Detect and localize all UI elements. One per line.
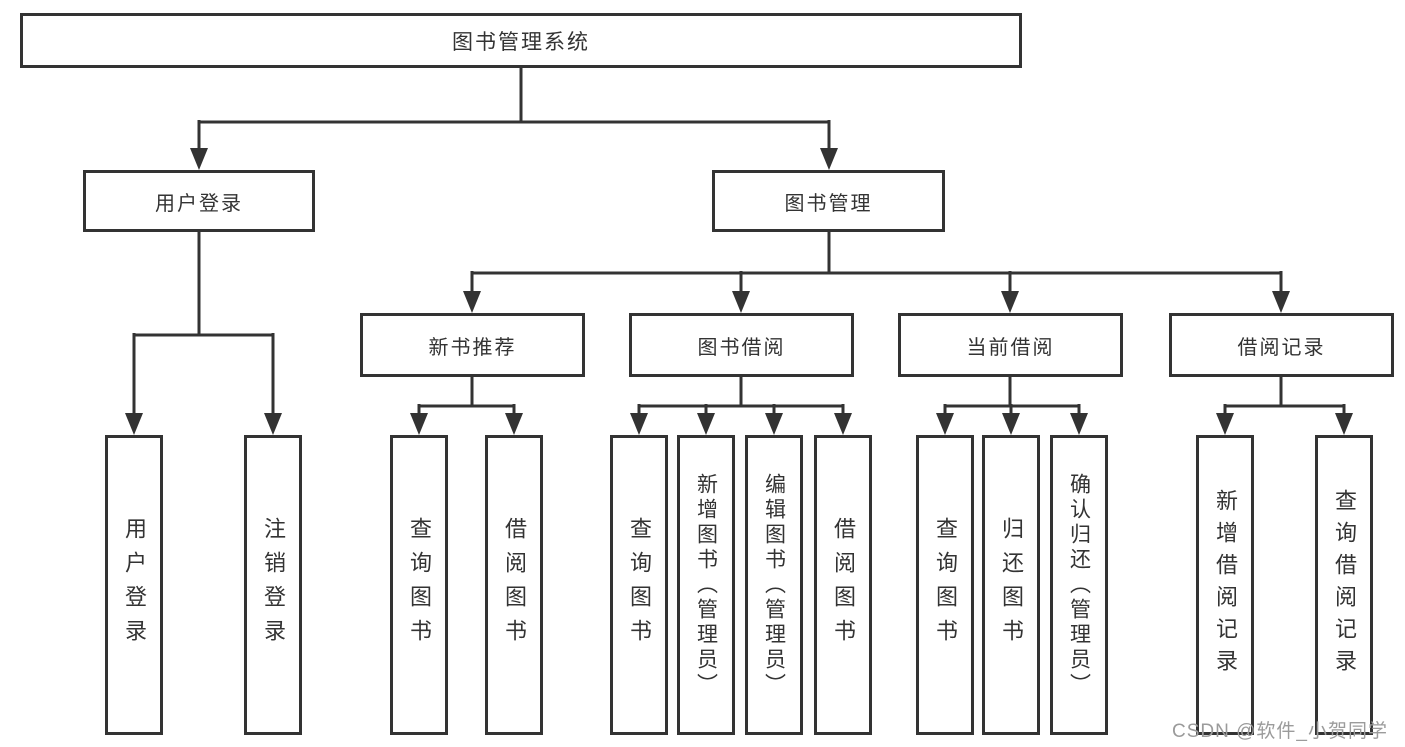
leaf-borrow-books-1: 借阅图书 [485,435,543,735]
node-label: 新书推荐 [428,336,517,359]
leaf-borrow-books-2: 借阅图书 [814,435,872,735]
node-user-login-branch: 用户登录 [83,170,315,232]
node-system-root: 图书管理系统 [20,13,1022,68]
leaf-label: 编辑图书（管理员） [762,472,786,698]
node-book-borrowing: 图书借阅 [629,313,854,377]
leaf-return-books: 归还图书 [982,435,1040,735]
node-label: 图书借阅 [697,336,786,359]
leaf-label: 查询借阅记录 [1332,489,1357,681]
leaf-logout: 注销登录 [244,435,302,735]
arrowhead-icons [125,148,1353,435]
node-label: 图书管理 [784,192,873,215]
leaf-label: 注销登录 [261,517,286,653]
leaf-query-books-3: 查询图书 [916,435,974,735]
node-new-book-recommend: 新书推荐 [360,313,585,377]
node-label: 借阅记录 [1237,336,1326,359]
leaf-label: 借阅图书 [502,517,527,653]
leaf-label: 归还图书 [999,517,1024,653]
node-borrowing-records: 借阅记录 [1169,313,1394,377]
node-label: 图书管理系统 [452,30,590,54]
leaf-query-borrow-record: 查询借阅记录 [1315,435,1373,735]
node-current-borrowing: 当前借阅 [898,313,1123,377]
leaf-label: 查询图书 [627,517,652,653]
leaf-label: 新增借阅记录 [1213,489,1238,681]
node-label: 用户登录 [155,192,243,215]
leaf-label: 确认归还（管理员） [1067,472,1091,698]
node-label: 当前借阅 [966,336,1055,359]
csdn-watermark: CSDN @软件_小贺同学 [1172,721,1388,742]
leaf-label: 用户登录 [122,517,147,653]
leaf-confirm-return-admin: 确认归还（管理员） [1050,435,1108,735]
leaf-query-books-2: 查询图书 [610,435,668,735]
leaf-query-books-1: 查询图书 [390,435,448,735]
leaf-label: 查询图书 [933,517,958,653]
leaf-label: 借阅图书 [831,517,856,653]
leaf-label: 查询图书 [407,517,432,653]
leaf-user-login: 用户登录 [105,435,163,735]
node-book-management-branch: 图书管理 [712,170,945,232]
leaf-edit-books-admin: 编辑图书（管理员） [745,435,803,735]
leaf-label: 新增图书（管理员） [694,472,718,698]
leaf-add-borrow-record: 新增借阅记录 [1196,435,1254,735]
leaf-add-books-admin: 新增图书（管理员） [677,435,735,735]
